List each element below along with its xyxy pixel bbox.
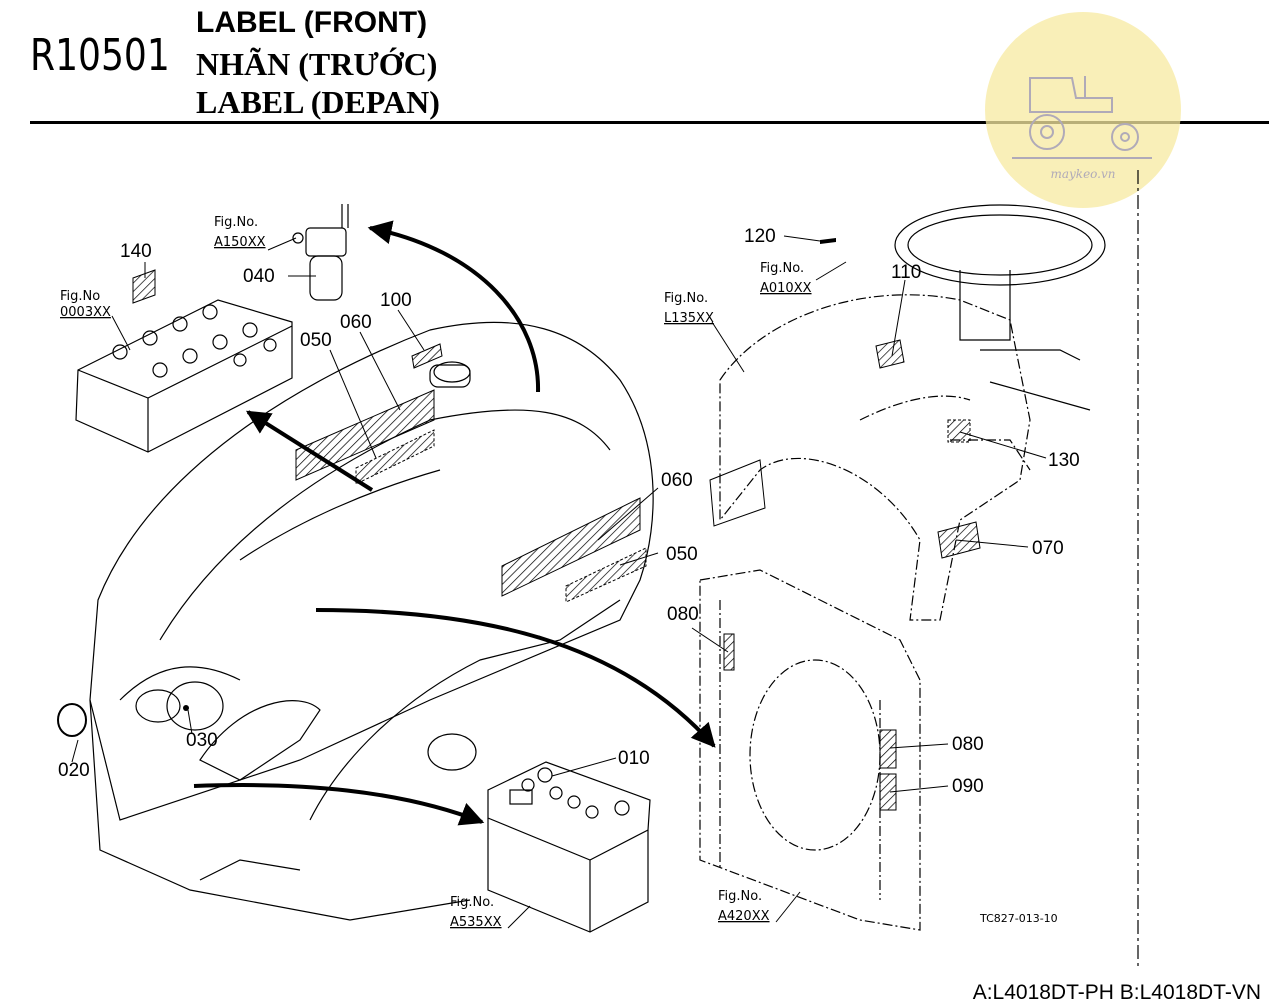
- title-english: LABEL (FRONT): [196, 6, 428, 39]
- dashboard-part: [719, 294, 1031, 621]
- watermark-logo: maykeo.vn: [985, 12, 1181, 208]
- arrows: [193, 220, 716, 826]
- headlight-030: [166, 681, 224, 731]
- part-050-top-label: 050: [300, 330, 332, 351]
- fig-a010-title: Fig.No.: [760, 261, 804, 276]
- fig-a420-title: Fig.No.: [718, 889, 762, 904]
- fig-a420-number: A420XX: [718, 909, 770, 924]
- label-060-side: [501, 497, 641, 597]
- part-010-label: 010: [618, 748, 650, 769]
- fig-a535-title: Fig.No.: [450, 895, 494, 910]
- drawing-code: TC827-013-10: [979, 912, 1058, 925]
- part-060-side-label: 060: [661, 470, 693, 491]
- cylinder-head-part: [75, 299, 293, 453]
- label-130: [947, 419, 971, 443]
- part-020-label: 020: [58, 760, 90, 781]
- part-070-label: 070: [1032, 538, 1064, 559]
- part-110-label: 110: [891, 262, 921, 283]
- leader-lines: [71, 235, 1047, 929]
- part-120-label: 120: [744, 226, 776, 247]
- label-080-right: [879, 729, 897, 769]
- title-vietnamese: NHÃN (TRƯỚC): [196, 46, 438, 82]
- battery-part: [487, 761, 651, 933]
- label-100: [411, 343, 443, 369]
- fuel-filter-part: [292, 204, 349, 301]
- model-footer: A:L4018DT-PH B:L4018DT-VN: [972, 981, 1261, 1004]
- fig-a535-number: A535XX: [450, 915, 502, 930]
- label-050-top: [355, 429, 435, 485]
- part-080-right-label: 080: [952, 734, 984, 755]
- label-140: [132, 269, 156, 304]
- header-rule: [30, 121, 1269, 124]
- fig-0003-title: Fig.No: [60, 289, 100, 304]
- watermark-text: maykeo.vn: [1050, 167, 1115, 181]
- fig-l135-number: L135XX: [664, 311, 714, 326]
- fig-l135-title: Fig.No.: [664, 291, 708, 306]
- part-140-label: 140: [120, 241, 152, 262]
- label-060-top: [295, 389, 435, 481]
- label-110: [875, 339, 905, 369]
- part-080-left-label: 080: [667, 604, 699, 625]
- label-090: [879, 773, 897, 811]
- part-130-label: 130: [1048, 450, 1080, 471]
- label-080-left: [723, 633, 735, 671]
- part-code: R10501: [30, 30, 170, 81]
- steering-wheel-part: [894, 204, 1106, 411]
- fig-a010-number: A010XX: [760, 281, 812, 296]
- cover-piece: [709, 459, 766, 527]
- hood-part: [89, 321, 654, 921]
- part-030-label: 030: [186, 730, 218, 751]
- part-060-top-label: 060: [340, 312, 372, 333]
- part-040-label: 040: [243, 266, 275, 287]
- part-100-label: 100: [380, 290, 412, 311]
- label-120: [820, 238, 836, 244]
- part-090-label: 090: [952, 776, 984, 797]
- part-050-side-label: 050: [666, 544, 698, 565]
- fig-a150-title: Fig.No.: [214, 215, 258, 230]
- label-050-side: [565, 547, 647, 603]
- emblem-020: [57, 703, 87, 737]
- fig-0003-number: 0003XX: [60, 305, 111, 320]
- title-indonesian: LABEL (DEPAN): [196, 84, 440, 120]
- fig-a150-number: A150XX: [214, 235, 266, 250]
